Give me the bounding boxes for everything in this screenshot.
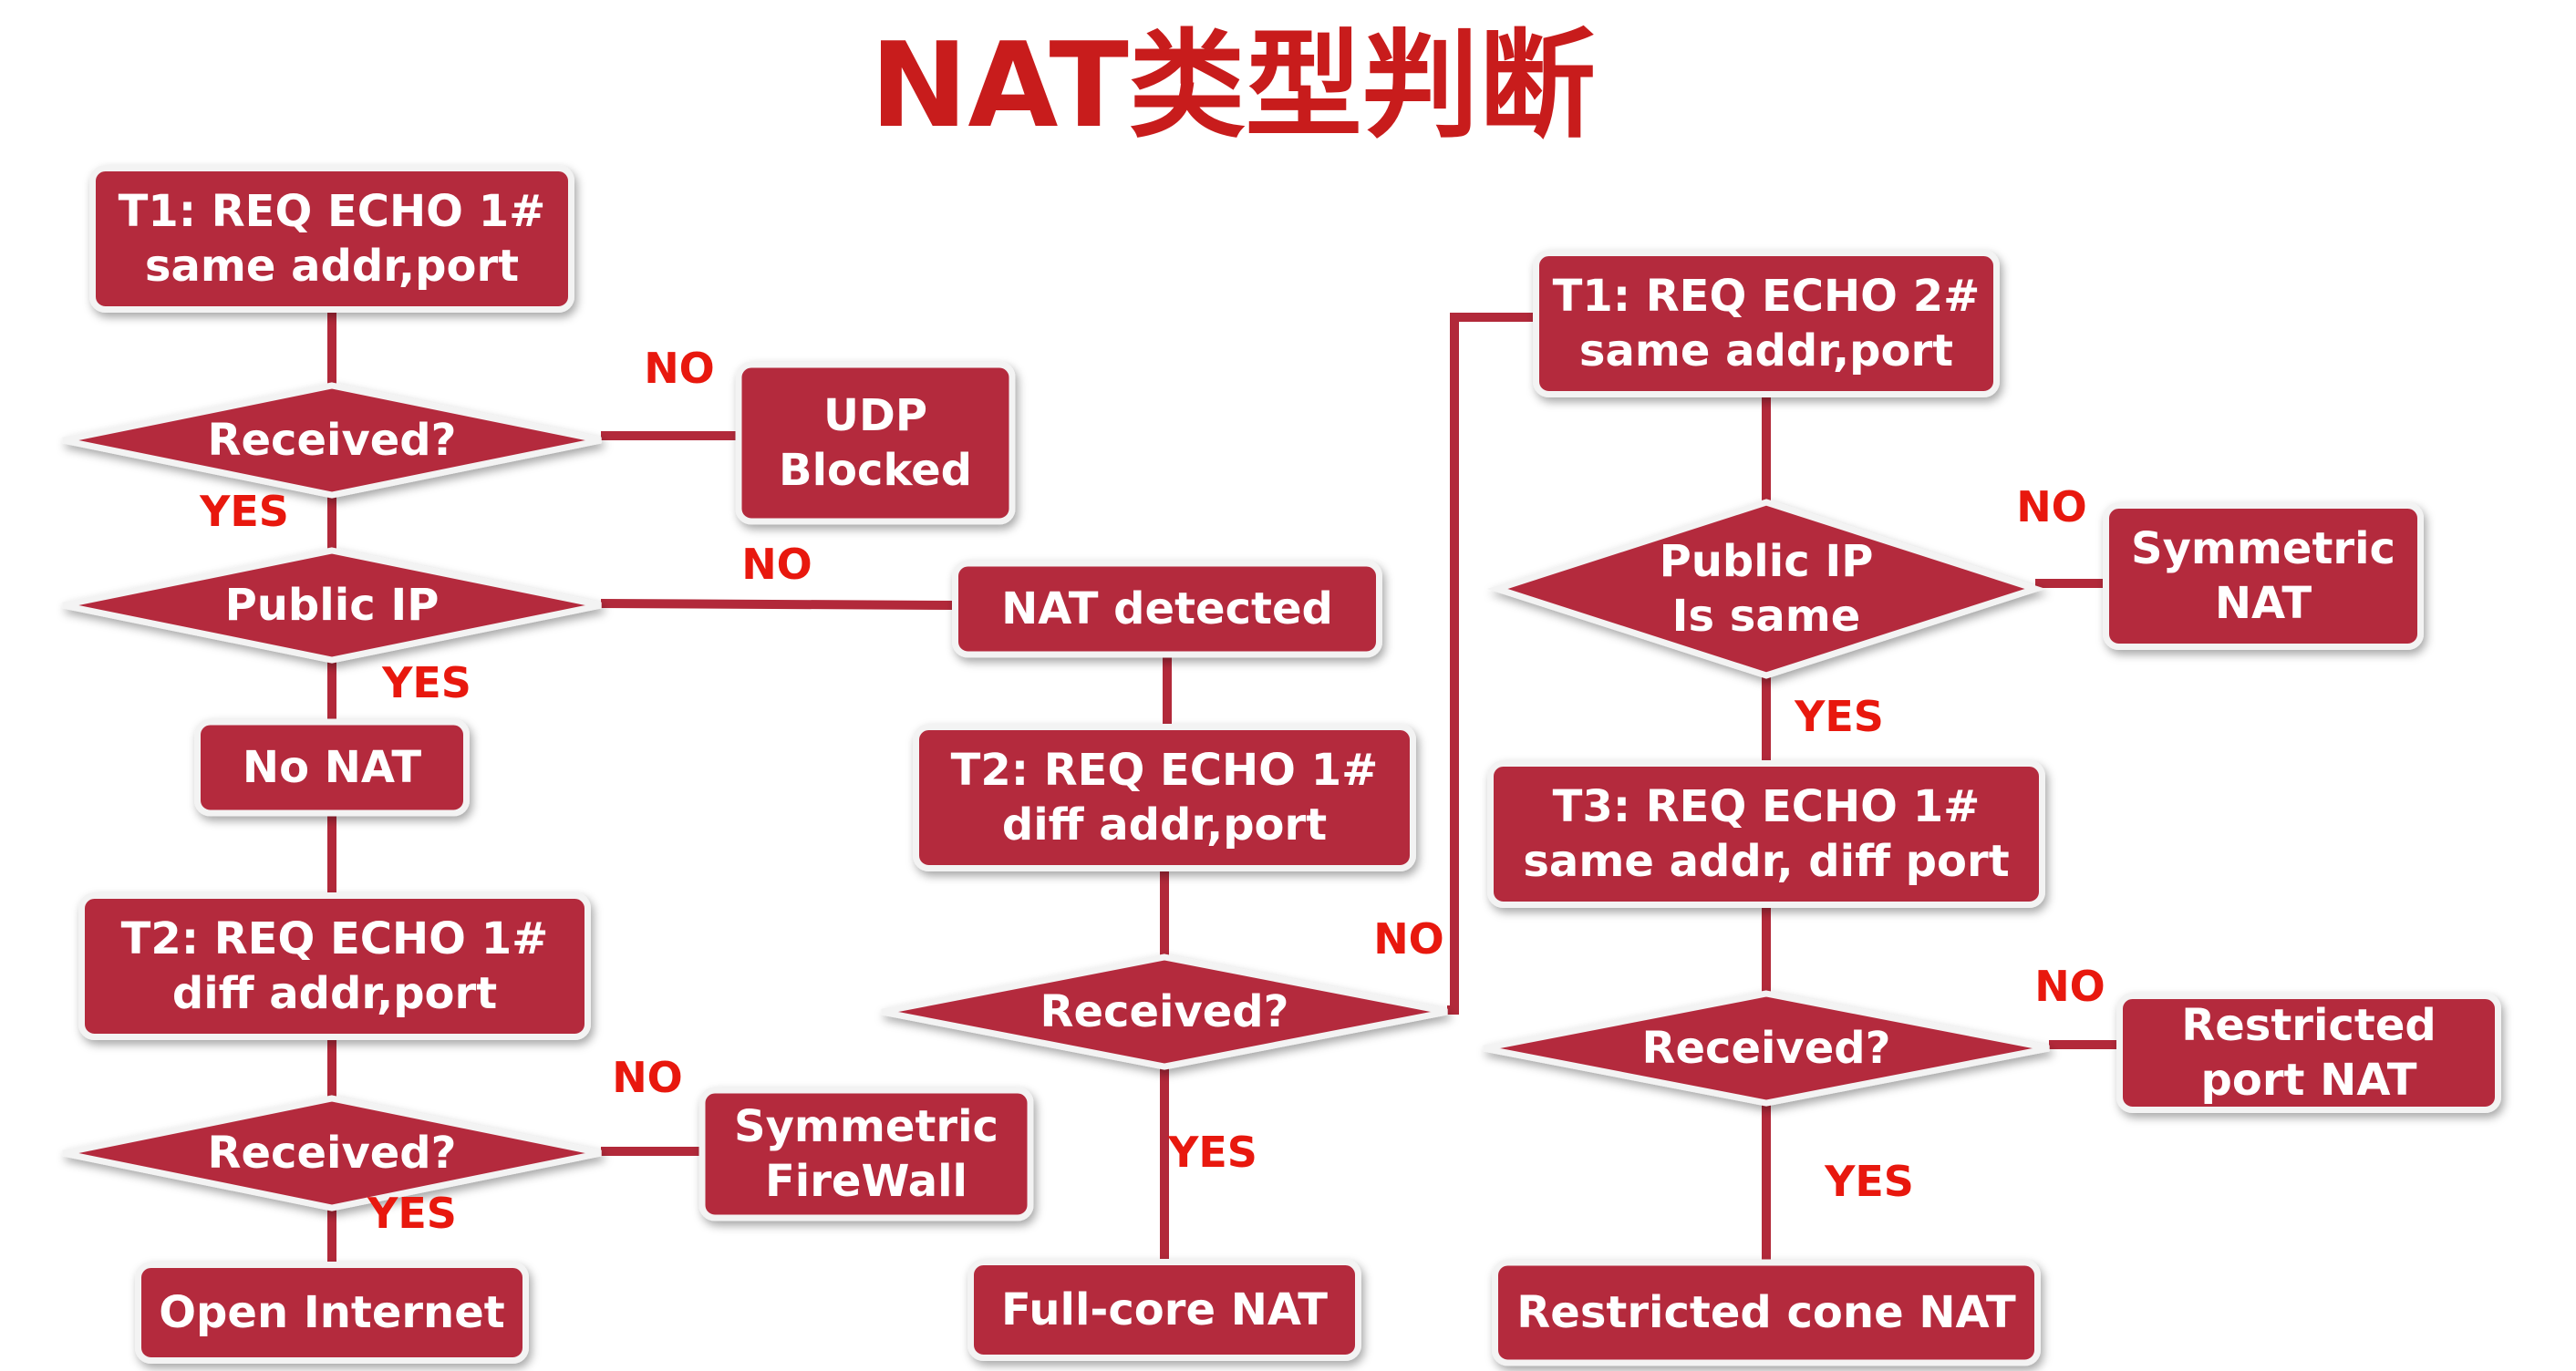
edge-label-r2-yes: YES bbox=[367, 1189, 457, 1238]
decision-diamond bbox=[62, 1095, 602, 1211]
node-t1-echo1: T1: REQ ECHO 1#same addr,port bbox=[89, 165, 574, 313]
node-label: NAT bbox=[2215, 578, 2312, 629]
node-label: T2: REQ ECHO 1# bbox=[121, 913, 549, 964]
node-label: Is same bbox=[1672, 591, 1861, 642]
edge-label-pip-no: NO bbox=[741, 540, 812, 589]
node-label: Received? bbox=[207, 415, 456, 466]
node-box bbox=[89, 165, 574, 313]
node-label: diff addr,port bbox=[1002, 799, 1327, 850]
page-title: NAT类型判断 bbox=[870, 18, 1596, 154]
edge-label-r2-no: NO bbox=[612, 1053, 683, 1102]
edge-label-r1-yes: YES bbox=[199, 487, 289, 536]
node-label: FireWall bbox=[765, 1156, 967, 1207]
node-open-internet: Open Internet bbox=[135, 1262, 529, 1364]
node-box bbox=[194, 718, 470, 817]
node-received-1: Received? bbox=[62, 382, 602, 499]
node-label: Public IP bbox=[1660, 536, 1874, 587]
node-label: T3: REQ ECHO 1# bbox=[1553, 781, 1981, 832]
edge-label-r4-yes: YES bbox=[1824, 1157, 1914, 1206]
node-no-nat: No NAT bbox=[194, 718, 470, 817]
node-label: NAT detected bbox=[1001, 583, 1333, 634]
node-box bbox=[1533, 250, 2000, 397]
decision-diamond bbox=[1483, 990, 2050, 1107]
decision-diamond bbox=[62, 382, 602, 499]
decision-diamond bbox=[1486, 499, 2046, 679]
node-label: same addr,port bbox=[1579, 325, 1953, 376]
node-label: Received? bbox=[207, 1128, 456, 1179]
edge-label-pip-yes: YES bbox=[381, 658, 471, 707]
node-box bbox=[967, 1259, 1361, 1361]
node-box bbox=[698, 1087, 1034, 1222]
node-label: Full-core NAT bbox=[1001, 1284, 1328, 1335]
node-label: UDP bbox=[823, 390, 927, 441]
node-t3-echo1: T3: REQ ECHO 1#same addr, diff port bbox=[1487, 760, 2045, 908]
node-label: Open Internet bbox=[159, 1287, 504, 1338]
node-nat-detected: NAT detected bbox=[952, 560, 1382, 658]
node-label: Restricted cone NAT bbox=[1516, 1287, 2016, 1338]
connectors bbox=[327, 310, 2120, 1294]
node-public-ip: Public IP bbox=[62, 547, 602, 664]
node-label: diff addr,port bbox=[172, 968, 497, 1019]
decision-diamond bbox=[62, 547, 602, 664]
node-label: Symmetric bbox=[2131, 523, 2395, 574]
node-label: Blocked bbox=[779, 445, 972, 496]
node-label: Received? bbox=[1040, 986, 1288, 1037]
node-box bbox=[135, 1262, 529, 1364]
node-label: T2: REQ ECHO 1# bbox=[951, 745, 1379, 796]
node-box bbox=[735, 361, 1016, 525]
edge-label-pips-yes: YES bbox=[1794, 692, 1884, 741]
node-box bbox=[2116, 993, 2501, 1113]
node-restricted-cone-nat: Restricted cone NAT bbox=[1492, 1259, 2041, 1366]
node-label: port NAT bbox=[2201, 1055, 2417, 1106]
node-label: Restricted bbox=[2181, 1000, 2436, 1051]
node-received-4: Received? bbox=[1483, 990, 2050, 1107]
decision-diamond bbox=[881, 954, 1448, 1070]
edge-label-r3-no: NO bbox=[1373, 914, 1444, 964]
node-box bbox=[1487, 760, 2045, 908]
node-full-cone-nat: Full-core NAT bbox=[967, 1259, 1361, 1361]
node-label: T1: REQ ECHO 2# bbox=[1553, 271, 1981, 322]
node-label: same addr,port bbox=[145, 241, 519, 292]
node-box bbox=[1492, 1259, 2041, 1366]
node-label: Public IP bbox=[225, 580, 440, 631]
node-label: No NAT bbox=[243, 742, 421, 793]
node-box bbox=[78, 892, 591, 1040]
edge-label-r3-yes: YES bbox=[1167, 1128, 1257, 1177]
node-t2-echo1-mid: T2: REQ ECHO 1#diff addr,port bbox=[913, 724, 1416, 871]
edge-label-r4-no: NO bbox=[2034, 962, 2105, 1011]
node-box bbox=[913, 724, 1416, 871]
node-box bbox=[2103, 502, 2424, 650]
node-label: Received? bbox=[1641, 1023, 1890, 1074]
connector-line bbox=[600, 599, 957, 610]
node-t1-echo2: T1: REQ ECHO 2#same addr,port bbox=[1533, 250, 2000, 397]
node-label: Symmetric bbox=[734, 1101, 998, 1152]
node-received-3: Received? bbox=[881, 954, 1448, 1070]
edge-label-pips-no: NO bbox=[2016, 482, 2087, 531]
nodes: T1: REQ ECHO 1#same addr,portReceived?UD… bbox=[62, 165, 2501, 1366]
edge-label-r1-no: NO bbox=[644, 344, 715, 393]
node-t2-echo1-left: T2: REQ ECHO 1#diff addr,port bbox=[78, 892, 591, 1040]
edge-labels: NO YES NO YES NO YES NO YES NO YES NO YES bbox=[199, 344, 2105, 1238]
node-received-2: Received? bbox=[62, 1095, 602, 1211]
node-label: same addr, diff port bbox=[1523, 836, 2009, 887]
connector-line bbox=[1447, 313, 1536, 1015]
node-box bbox=[952, 560, 1382, 658]
node-label: T1: REQ ECHO 1# bbox=[119, 186, 546, 237]
